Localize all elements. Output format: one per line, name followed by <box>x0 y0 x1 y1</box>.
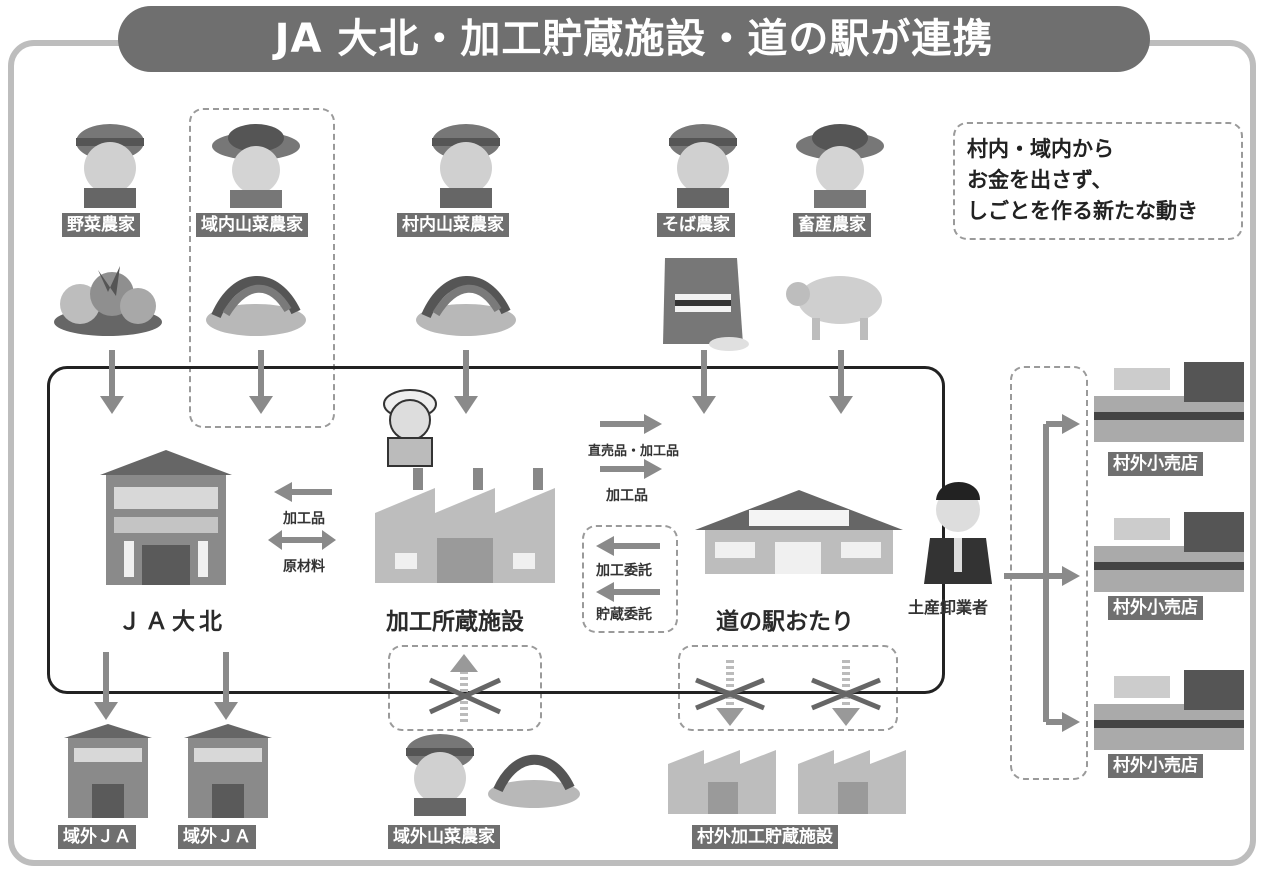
wholesaler-name: 土産卸業者 <box>908 598 989 617</box>
consignment-group <box>582 525 678 633</box>
outside-farmer-label: 域外山菜農家 <box>388 825 500 849</box>
blocked-outside-processing-box <box>678 645 898 731</box>
blocked-arrow-up <box>428 654 502 722</box>
outside-store-label-2: 村外小売店 <box>1108 596 1203 620</box>
outside-ja-label-1: 域外ＪＡ <box>58 825 136 849</box>
farmer-avatar-icon <box>796 124 884 208</box>
diagram-title: JA 大北・加工貯蔵施設・道の駅が連携 <box>118 6 1150 72</box>
outside-processing-label: 村外加工貯蔵施設 <box>692 825 838 849</box>
wild-vegetables-icon <box>206 276 306 336</box>
pig-icon <box>786 276 882 340</box>
outside-store-label-3: 村外小売店 <box>1108 754 1203 778</box>
outside-ja-building-icon <box>184 724 272 818</box>
local-wild-veg-group <box>189 108 335 428</box>
wild-vegetables-icon <box>416 276 516 336</box>
ja-building-icon <box>100 450 232 585</box>
farmer-label-village-wild-veg: 村内山菜農家 <box>397 213 509 237</box>
michinoeki-building-icon <box>695 490 903 574</box>
flow-label-processed-2: 加工品 <box>606 488 648 504</box>
vegetable-basket-icon <box>54 266 162 336</box>
ja-name: ＪＡ大北 <box>118 609 226 635</box>
farmer-label-livestock: 畜産農家 <box>793 213 871 237</box>
processing-facility-name: 加工所蔵施設 <box>386 609 524 635</box>
note-line-2: お金を出さず、 <box>967 168 1113 192</box>
summary-note: 村内・域内から お金を出さず、 しごとを作る新たな動き <box>953 122 1243 240</box>
flow-label-raw: 原材料 <box>283 559 325 575</box>
outside-ja-building-icon <box>64 724 152 818</box>
distribution-arrows <box>1004 421 1064 725</box>
wild-vegetables-icon <box>488 754 580 808</box>
farmer-avatar-icon <box>432 124 500 208</box>
flow-label-processing-consign: 加工委託 <box>596 563 652 579</box>
retail-store-icon <box>1094 670 1244 750</box>
outside-store-label-1: 村外小売店 <box>1108 452 1203 476</box>
outside-factory-icon <box>798 750 906 814</box>
soba-flour-bag-icon <box>663 258 749 351</box>
flow-label-storage-consign: 貯蔵委託 <box>596 607 652 623</box>
flow-label-direct: 直売品・加工品 <box>588 444 680 459</box>
farmer-avatar-icon <box>76 124 144 208</box>
farmer-label-local-wild-veg: 域内山菜農家 <box>196 213 308 237</box>
wholesaler-person-icon <box>924 482 992 584</box>
collaboration-box <box>47 366 945 694</box>
supply-arrows <box>109 350 844 398</box>
outside-farmer-avatar-icon <box>406 734 474 816</box>
farmer-avatar-icon <box>669 124 737 208</box>
michinoeki-name: 道の駅おたり <box>716 609 854 635</box>
processing-factory-icon <box>375 468 555 583</box>
outside-ja-label-2: 域外ＪＡ <box>178 825 256 849</box>
farmer-label-vegetable: 野菜農家 <box>62 213 140 237</box>
factory-worker-icon <box>383 389 437 467</box>
flow-label-processed: 加工品 <box>283 511 325 527</box>
note-line-3: しごとを作る新たな動き <box>967 199 1198 223</box>
blocked-arrow-down-1 <box>695 660 765 726</box>
retail-store-icon <box>1094 362 1244 442</box>
farmer-label-soba: そば農家 <box>657 213 735 237</box>
note-line-1: 村内・域内から <box>967 137 1114 161</box>
farmer-avatar-icon <box>212 124 300 208</box>
outside-factory-icon <box>668 750 776 814</box>
retail-store-icon <box>1094 512 1244 592</box>
blocked-arrow-down-2 <box>811 660 881 726</box>
blocked-outside-farmer-box <box>388 645 542 731</box>
